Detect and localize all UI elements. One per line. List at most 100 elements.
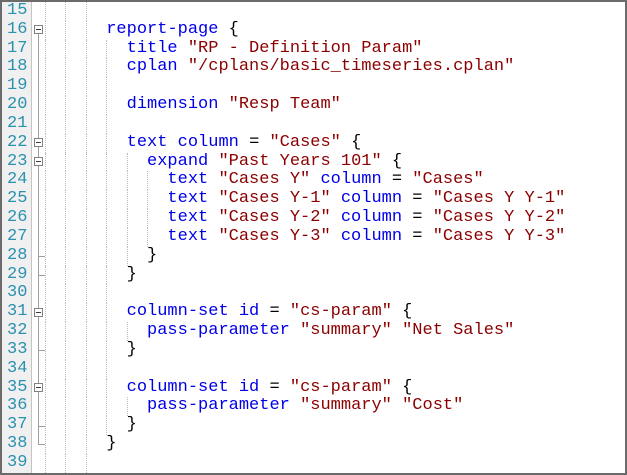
- fold-collapse-icon[interactable]: [34, 157, 43, 167]
- token-str: "Cases": [269, 133, 341, 152]
- indent-guide: [85, 265, 87, 285]
- indent-guide: [65, 114, 67, 134]
- code-line-text[interactable]: text "Cases Y-3" column = "Cases Y Y-3": [45, 227, 625, 247]
- indent-guide: [85, 453, 87, 473]
- indent-guide: [106, 322, 108, 341]
- indent-guide: [85, 284, 87, 304]
- code-line-text[interactable]: [45, 359, 625, 379]
- indent-guide: [106, 378, 108, 398]
- indent-guide: [85, 359, 87, 379]
- code-line: 21: [2, 114, 625, 134]
- indent-guide: [106, 265, 108, 285]
- fold-margin: [32, 114, 45, 134]
- code-line: 31 column-set id = "cs-param" {: [2, 302, 625, 323]
- token-kw: column-set: [126, 303, 229, 322]
- code-line-text[interactable]: [45, 114, 625, 134]
- indent-guide: [106, 227, 108, 247]
- indent-guide: [45, 397, 46, 417]
- indent-guide: [106, 303, 108, 323]
- code-line-text[interactable]: [45, 284, 625, 304]
- indent-guide: [65, 190, 67, 210]
- code-line-text[interactable]: }: [45, 435, 625, 454]
- indent-guide: [85, 246, 87, 266]
- indent-guide: [85, 397, 87, 417]
- indent-guide: [85, 303, 87, 323]
- token-kw: text: [126, 133, 168, 152]
- code-line-text[interactable]: text "Cases Y-1" column = "Cases Y Y-1": [45, 190, 625, 210]
- fold-collapse-icon[interactable]: [34, 25, 43, 35]
- token-ws: [45, 190, 167, 208]
- code-line-text[interactable]: }: [45, 265, 625, 285]
- fold-margin: [32, 435, 45, 454]
- fold-collapse-icon[interactable]: [34, 382, 43, 392]
- token-ws: [239, 134, 249, 152]
- code-line: 33 }: [2, 340, 625, 360]
- token-ws: [402, 190, 412, 208]
- token-ws: [45, 40, 127, 58]
- indent-guide: [65, 397, 67, 417]
- token-kw: id: [238, 303, 260, 322]
- indent-guide: [106, 133, 108, 153]
- indent-guide: [45, 265, 46, 285]
- code-line-text[interactable]: }: [45, 340, 625, 360]
- token-ws: [259, 303, 269, 321]
- code-line-text[interactable]: [45, 77, 625, 97]
- code-line: 27 text "Cases Y-3" column = "Cases Y Y-…: [2, 227, 625, 247]
- code-line-text[interactable]: text "Cases Y" column = "Cases": [45, 171, 625, 191]
- fold-margin: [32, 378, 45, 398]
- indent-guide: [65, 284, 67, 304]
- code-line-text[interactable]: pass-parameter "summary" "Cost": [45, 397, 625, 417]
- token-str: "Cases Y-2": [218, 209, 331, 228]
- code-line: 37 }: [2, 415, 625, 436]
- code-line-text[interactable]: }: [45, 246, 625, 266]
- code-line-text[interactable]: [45, 2, 625, 21]
- fold-margin: [32, 58, 45, 78]
- token-ws: [422, 209, 432, 227]
- code-line-text[interactable]: expand "Past Years 101" {: [45, 152, 625, 172]
- code-line-text[interactable]: report-page {: [45, 20, 625, 40]
- fold-margin: [32, 39, 45, 59]
- token-kw: column: [320, 171, 382, 190]
- token-ws: [45, 435, 106, 453]
- indent-guide: [126, 227, 128, 247]
- indent-guide: [85, 378, 87, 398]
- line-number: 35: [2, 378, 32, 398]
- code-line-text[interactable]: text column = "Cases" {: [45, 133, 625, 153]
- token-kw: text: [167, 227, 209, 246]
- code-line-text[interactable]: }: [45, 416, 625, 436]
- token-str: "summary": [300, 397, 392, 416]
- code-line-text[interactable]: dimension "Resp Team": [45, 96, 625, 115]
- fold-collapse-icon[interactable]: [34, 138, 43, 148]
- line-number: 34: [2, 359, 32, 379]
- code-line: 19: [2, 76, 625, 97]
- token-ws: [178, 58, 188, 76]
- indent-guide: [85, 227, 87, 247]
- fold-collapse-icon[interactable]: [34, 307, 43, 317]
- indent-guide: [65, 133, 67, 153]
- code-line: 22 text column = "Cases" {: [2, 133, 625, 153]
- code-line-text[interactable]: column-set id = "cs-param" {: [45, 378, 625, 398]
- code-line-text[interactable]: column-set id = "cs-param" {: [45, 303, 625, 323]
- code-line-text[interactable]: [45, 453, 625, 473]
- code-line-text[interactable]: title "RP - Definition Param": [45, 39, 625, 59]
- line-number: 27: [2, 227, 32, 247]
- token-kw: column: [340, 209, 403, 228]
- token-kw: text: [167, 209, 209, 228]
- line-number: 25: [2, 189, 32, 210]
- token-ws: [402, 228, 412, 246]
- indent-guide: [65, 96, 67, 115]
- code-line-text[interactable]: pass-parameter "summary" "Net Sales": [45, 322, 625, 341]
- token-ws: [392, 397, 402, 415]
- indent-guide: [147, 209, 149, 228]
- token-ws: [45, 266, 127, 284]
- token-str: "cs-param": [289, 378, 392, 397]
- token-op: {: [402, 303, 413, 322]
- indent-guide: [45, 453, 46, 473]
- token-str: "Cases Y-3": [218, 227, 331, 246]
- fold-margin: [32, 246, 45, 266]
- code-line-text[interactable]: cplan "/cplans/basic_timeseries.cplan": [45, 58, 625, 78]
- token-kw: id: [238, 378, 260, 397]
- code-line-text[interactable]: text "Cases Y-2" column = "Cases Y Y-2": [45, 209, 625, 228]
- indent-guide: [106, 58, 108, 78]
